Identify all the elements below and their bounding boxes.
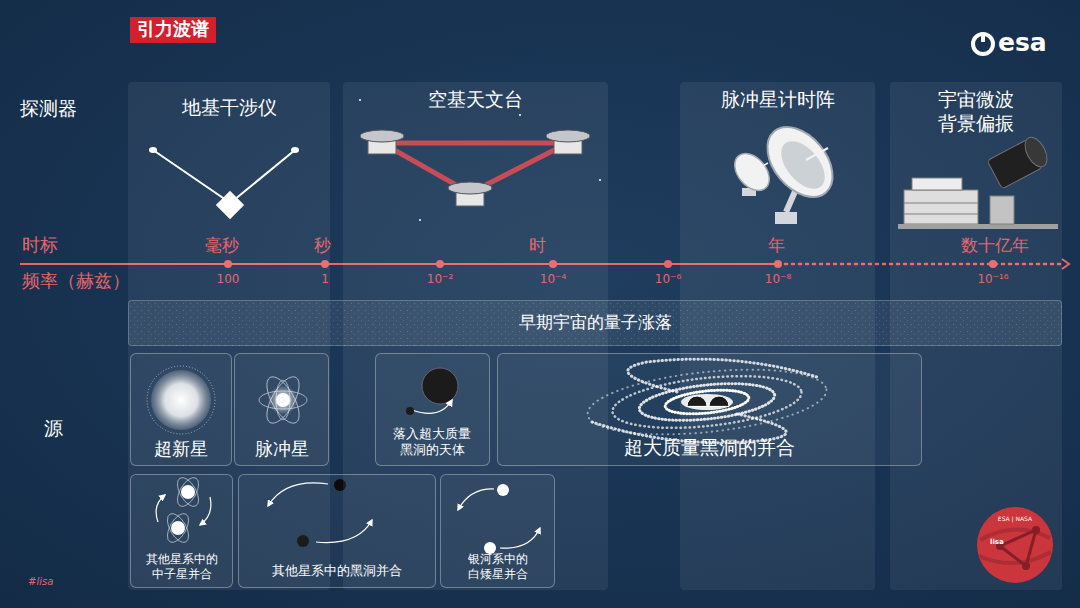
esa-logo-mark bbox=[973, 34, 993, 54]
frequency-value: 10⁻⁴ bbox=[540, 272, 566, 286]
timescale-label: 毫秒 bbox=[205, 235, 239, 255]
title-tag: 引力波谱 bbox=[130, 17, 216, 43]
source-box: 其他星系中的黑洞并合 bbox=[238, 474, 436, 588]
source-box: 超新星 bbox=[130, 353, 232, 466]
node-text: 宇宙微波 背景偏振 bbox=[932, 88, 1019, 136]
timeline bbox=[1062, 259, 1069, 269]
row-label: 源 bbox=[44, 417, 63, 440]
logo-text: esa bbox=[998, 28, 1047, 58]
frequency-value: 100 bbox=[217, 272, 240, 286]
node-text: 地基干涉仪 bbox=[182, 96, 277, 120]
node-text: 其他星系中的 中子星并合 bbox=[142, 552, 221, 582]
node-text: 超新星 bbox=[154, 438, 208, 461]
frequency-value: 10⁻¹⁶ bbox=[977, 272, 1008, 286]
hashtag: #lisa bbox=[28, 576, 53, 588]
source-box: 脉冲星 bbox=[234, 353, 329, 466]
timeline bbox=[664, 260, 672, 268]
node-text: 早期宇宙的量子涨落 bbox=[519, 312, 672, 333]
frequency-value: 1 bbox=[321, 272, 329, 286]
axis-label: 时标 bbox=[22, 234, 58, 256]
source-band: 早期宇宙的量子涨落 bbox=[128, 300, 1062, 346]
esa-logo-mark bbox=[973, 33, 993, 54]
timescale-label: 年 bbox=[768, 235, 785, 255]
frequency-value: 10⁻² bbox=[427, 272, 453, 286]
source-box: 超大质量黑洞的并合 bbox=[497, 353, 922, 466]
frequency-value: 10⁻⁶ bbox=[655, 272, 681, 286]
timescale-label: 数十亿年 bbox=[961, 235, 1029, 255]
frequency-value: 10⁻⁸ bbox=[765, 272, 791, 286]
node-text: 银河系中的 白矮星并合 bbox=[464, 552, 531, 582]
node-text: 落入超大质量 黑洞的天体 bbox=[390, 426, 476, 459]
axis-label: 频率（赫兹） bbox=[22, 270, 130, 292]
source-box: 其他星系中的 中子星并合 bbox=[130, 474, 233, 588]
timescale-label: 时 bbox=[529, 235, 546, 255]
node-text: 超大质量黑洞的并合 bbox=[624, 436, 795, 460]
node-text: 脉冲星计时阵 bbox=[721, 88, 835, 112]
esa-logo-mark bbox=[981, 33, 985, 42]
band-texture bbox=[128, 300, 1062, 346]
row-label: 探测器 bbox=[20, 97, 77, 120]
source-box: 落入超大质量 黑洞的天体 bbox=[375, 353, 490, 466]
node-text: 其他星系中的黑洞并合 bbox=[272, 563, 402, 579]
source-box: 银河系中的 白矮星并合 bbox=[440, 474, 555, 588]
badge-text: ESA | NASA bbox=[998, 515, 1032, 522]
node-text: 脉冲星 bbox=[255, 438, 309, 461]
node-text: 空基天文台 bbox=[428, 88, 523, 112]
badge-text: lisa bbox=[990, 538, 1004, 546]
timescale-label: 秒 bbox=[314, 235, 331, 255]
